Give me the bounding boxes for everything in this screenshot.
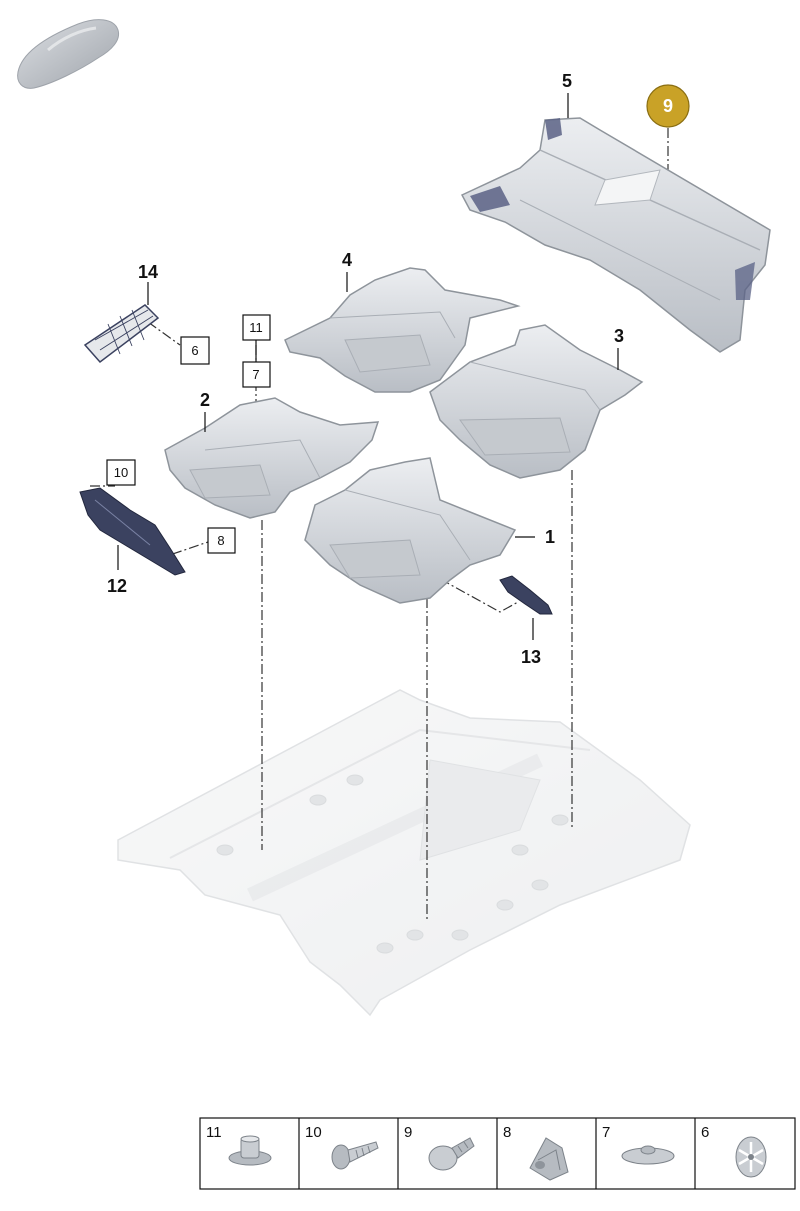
legend-num-9: 9 [404, 1124, 412, 1141]
boxed-ref-8-label: 8 [217, 533, 224, 548]
legend-cell-8: 8 [503, 1124, 569, 1181]
boxed-ref-10: 10 [106, 459, 136, 486]
boxed-ref-7: 7 [242, 361, 271, 388]
boxed-ref-11-label: 11 [249, 320, 263, 335]
legend-num-11: 11 [206, 1124, 222, 1141]
legend-cell-10: 10 [305, 1124, 379, 1170]
callout-3: 3 [614, 326, 624, 346]
legend-num-10: 10 [305, 1124, 322, 1141]
legend-num-8: 8 [503, 1124, 511, 1141]
grille-part-14 [83, 304, 160, 364]
leader-lines [117, 93, 619, 640]
callout-4: 4 [342, 250, 352, 270]
boxed-ref-6: 6 [180, 336, 210, 365]
legend-cell-9: 9 [404, 1124, 475, 1171]
callout-5: 5 [562, 71, 572, 91]
car-silhouette-icon [17, 19, 120, 89]
screw-icon [331, 1141, 379, 1170]
expansion-nut-icon [529, 1137, 569, 1181]
callout-14: 14 [138, 262, 158, 282]
boxed-ref-7-label: 7 [252, 367, 259, 382]
legend-cell-11: 11 [206, 1124, 272, 1166]
rear-floor-insulation [460, 117, 771, 353]
fastener-legend-table: 11 10 9 8 [199, 1117, 796, 1190]
callout-1: 1 [545, 527, 555, 547]
floor-insulation-1 [304, 457, 517, 604]
clip-part-13 [499, 575, 553, 615]
boxed-ref-10-label: 10 [114, 465, 128, 480]
boxed-ref-6-label: 6 [191, 343, 198, 358]
floor-insulation-3 [429, 324, 644, 479]
push-clip-icon [428, 1137, 475, 1171]
legend-cell-7: 7 [602, 1124, 675, 1165]
callout-9: 9 [663, 96, 673, 116]
callout-12: 12 [107, 576, 127, 596]
legend-num-6: 6 [701, 1124, 709, 1141]
floor-insulation-2 [164, 397, 380, 519]
legend-cell-6: 6 [701, 1124, 767, 1178]
body-floor-pan [117, 689, 691, 1017]
legend-num-7: 7 [602, 1124, 610, 1141]
boxed-ref-11: 11 [242, 314, 271, 341]
highlight-callout-9: 9 [646, 84, 690, 128]
flange-nut-icon [228, 1135, 272, 1166]
star-clip-icon [735, 1136, 767, 1178]
boxed-ref-8: 8 [207, 527, 236, 554]
floor-insulation-4 [284, 267, 521, 393]
bracket-part-12 [79, 487, 186, 576]
callout-13: 13 [521, 647, 541, 667]
callout-2: 2 [200, 390, 210, 410]
washer-clip-icon [621, 1145, 675, 1165]
